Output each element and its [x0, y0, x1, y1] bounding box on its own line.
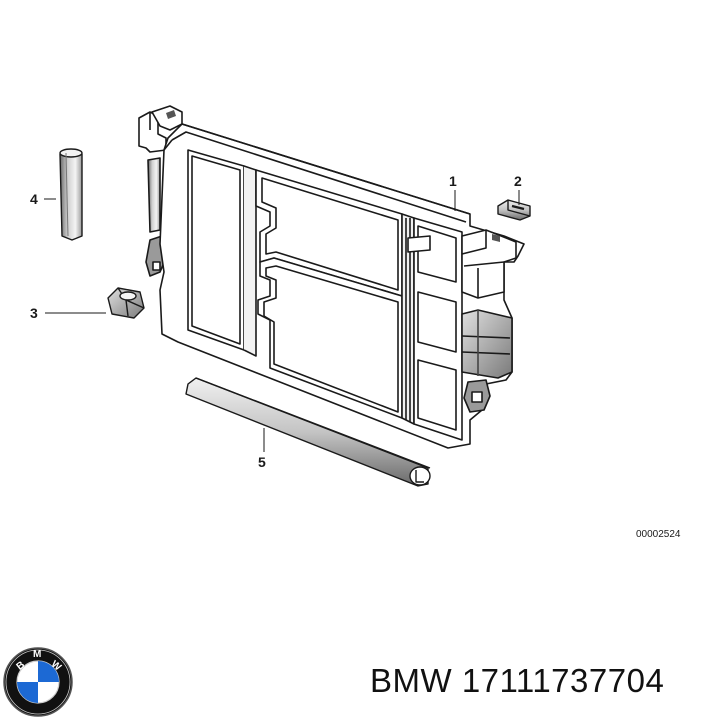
- radiator-frame: [138, 105, 525, 449]
- callout-2: 2: [514, 173, 522, 189]
- frame-right-bracket-lower: [461, 309, 513, 379]
- callout-5: 5: [258, 454, 266, 470]
- part-3-rubber-mount: [107, 287, 145, 319]
- drawing-reference-number: 00002524: [636, 529, 681, 540]
- bmw-logo-icon: B M W: [3, 647, 73, 717]
- part-5-bottom-seal: [185, 377, 431, 487]
- callout-3: 3: [30, 305, 38, 321]
- frame-left-window: [187, 149, 245, 351]
- callout-4: 4: [30, 191, 38, 207]
- frame-lower-panel: [257, 257, 403, 419]
- logo-letter-m: M: [33, 649, 41, 660]
- part-4-vertical-seal: [59, 148, 83, 241]
- callout-1: 1: [449, 173, 457, 189]
- part-number-caption: BMW 17111737704: [370, 662, 665, 699]
- part-2-clip: [497, 199, 531, 221]
